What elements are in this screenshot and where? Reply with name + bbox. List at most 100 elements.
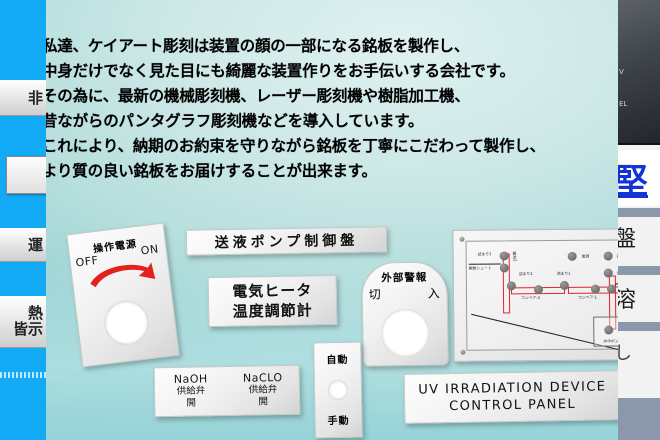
left-sidebar: 非 運 熱 皆示 [0,0,46,440]
rotation-arrow-icon [90,262,156,288]
photo-caption-one: V [619,68,624,76]
sidebar-item-label: 非 [27,88,43,107]
right-sidebar-row-1[interactable]: 盤 [614,227,637,252]
nameplate-sample-auto-manual: 自動 手動 [313,341,363,439]
nameplate-sample-external-alarm: 外部警報 切 入 [361,261,449,367]
intro-line-1: 私達、ケイアート彫刻は装置の顔の一部になる銘板を製作し、 [46,37,470,55]
right-sidebar: V EL 堅 盤 溶 し [614,0,660,440]
nameplate-sample-uv-control-panel: UV IRRADIATION DEVICE CONTROL PANEL [403,370,618,424]
plate-column-naclo: NaCLO 供給弁 開 [227,366,300,415]
plate-knob-hole [380,308,430,358]
mimic-label-detour3: 詰まり3 [477,251,492,257]
plate-line-2: CONTROL PANEL [449,396,577,415]
mimic-lamp-detour3[interactable] [499,251,509,261]
plate-chemical-name: NaCLO [242,371,283,385]
plate-valve-label: 供給弁 [176,385,206,397]
mimic-lamp-conveyor2[interactable] [533,285,543,295]
nameplate-sample-heater-thermostat: 電気ヒータ 温度調節計 [207,274,338,328]
sidebar-button-face [6,156,46,194]
photo-caption-two: EL [619,100,628,108]
plate-line-2: 温度調節計 [232,301,313,321]
intro-line-6: より質の良い銘板をお届けすることが出来ます。 [46,162,377,180]
nameplate-sample-pump-control-panel: 送液ポンプ制御盤 [185,226,388,256]
plate-title: 外部警報 [381,271,428,285]
intro-paragraph: 私達、ケイアート彫刻は装置の顔の一部になる銘板を製作し、 中身だけでなく見た目に… [46,34,618,184]
plate-knob-hole [101,298,151,348]
mimic-label-shoot: 開放シュート [468,265,492,271]
sidebar-item-label: 運 [27,235,43,254]
mimic-lamp-conveyor1[interactable] [590,284,600,294]
mimic-label-conveyor2: コンベア-2 [521,295,541,301]
nameplate-sample-operation-power: 操作電源 OFF ON [66,222,180,368]
mimic-lamp-shoot[interactable] [499,263,509,273]
mimic-diagram-area: 詰まり3 開放シュート 搬送2 詰まり2 詰まり1 コンベア-2 コンベア-1 … [465,239,618,351]
screw-icon [459,236,465,242]
sidebar-item-un[interactable]: 運 [0,228,46,262]
right-sidebar-row-3[interactable]: し [614,343,632,364]
plate-column-naoh: NaOH 供給弁 開 [155,367,228,416]
sidebar-item-label-bottom: 皆示 [12,320,43,338]
right-sidebar-divider [614,266,660,275]
mimic-label-detour1: 詰まり1 [556,270,571,276]
nameplate-sample-mimic-panel: 詰まり3 開放シュート 搬送2 詰まり2 詰まり1 コンベア-2 コンベア-1 … [452,228,618,362]
mimic-label-jam: 詰まり [617,253,618,259]
plate-text-block: 電気ヒータ 温度調節計 [209,276,337,326]
plate-line-1: 電気ヒータ [232,281,313,301]
right-sidebar-footer [614,398,660,440]
plate-title: 操作電源 [92,238,138,256]
plate-face: 操作電源 OFF ON [66,222,180,368]
mimic-label-detour2: 詰まり2 [518,271,533,277]
plate-label-on: ON [140,242,160,258]
sidebar-item-label-top: 熱 [27,304,43,323]
sidebar-item-button[interactable] [0,150,46,198]
mimic-label-pump: 水中ポンプ [603,338,618,344]
mimic-lamp-detour2[interactable] [506,281,516,291]
right-sidebar-link[interactable]: 堅 [614,150,660,206]
intro-line-5: これにより、納期のお約束を守りながら銘板を丁寧にこだわって製作し、 [46,137,545,155]
plate-knob-hole [327,379,349,401]
mimic-label-auto: 自動 [617,270,618,276]
mimic-lamp-detour1[interactable] [559,280,569,290]
right-sidebar-divider [614,208,660,217]
right-sidebar-divider [614,322,660,331]
sidebar-item-netsu[interactable]: 熱 皆示 [0,296,46,348]
mimic-lamp-jam[interactable] [603,251,613,261]
plate-columns: NaOH 供給弁 開 NaCLO 供給弁 開 [155,366,300,417]
plate-face: 自動 手動 [313,341,363,439]
plate-valve-label: 供給弁 [248,384,278,396]
mimic-lamp-conv1-vert[interactable] [606,284,616,294]
plate-face: 外部警報 切 入 [361,261,449,367]
plate-line-1: UV IRRADIATION DEVICE [418,379,607,398]
sidebar-item-hi[interactable]: 非 [0,80,46,116]
plate-title: 送液ポンプ制御盤 [214,232,359,252]
mimic-label-conveyor-vert-2: 搬送2 [512,251,518,262]
intro-line-4: 昔ながらのパンタグラフ彫刻機などを導入しています。 [46,112,424,130]
product-photo-thumbnail[interactable]: V EL [614,0,660,145]
plate-label-auto: 自動 [326,354,349,367]
plate-face: 送液ポンプ制御盤 [185,226,388,256]
plate-valve-state: 開 [258,396,269,408]
main-content-card: 私達、ケイアート彫刻は装置の顔の一部になる銘板を製作し、 中身だけでなく見た目に… [46,0,618,440]
plate-chemical-name: NaOH [173,372,208,386]
plate-face: 詰まり3 開放シュート 搬送2 詰まり2 詰まり1 コンベア-2 コンベア-1 … [452,228,618,362]
nameplate-sample-supply-valves: NaOH 供給弁 開 NaCLO 供給弁 開 [153,364,301,418]
plate-text-block: UV IRRADIATION DEVICE CONTROL PANEL [405,371,618,423]
sidebar-dotted-divider [0,372,46,378]
mimic-lamp-power[interactable] [567,251,577,261]
right-sidebar-row-2[interactable]: 溶 [614,288,637,313]
mimic-label-power: 電源 [581,253,590,259]
mimic-lamp-auto[interactable] [603,268,613,278]
plate-face: 電気ヒータ 温度調節計 [207,274,338,328]
screw-icon [460,349,466,355]
plate-valve-state: 開 [186,397,197,409]
plate-face: UV IRRADIATION DEVICE CONTROL PANEL [403,370,618,424]
plate-label-off: 切 [368,287,381,302]
plate-face: NaOH 供給弁 開 NaCLO 供給弁 開 [153,364,301,418]
intro-line-3: その為に、最新の機械彫刻機、レーザー彫刻機や樹脂加工機、 [46,87,470,105]
intro-line-2: 中身だけでなく見た目にも綺麗な装置作りをお手伝いする会社です。 [46,62,515,80]
plate-label-on: 入 [427,286,440,301]
mimic-label-conveyor1: コンベア-1 [577,294,598,300]
mimic-lamp-pump[interactable] [604,325,614,335]
plate-label-manual: 手動 [327,415,350,428]
